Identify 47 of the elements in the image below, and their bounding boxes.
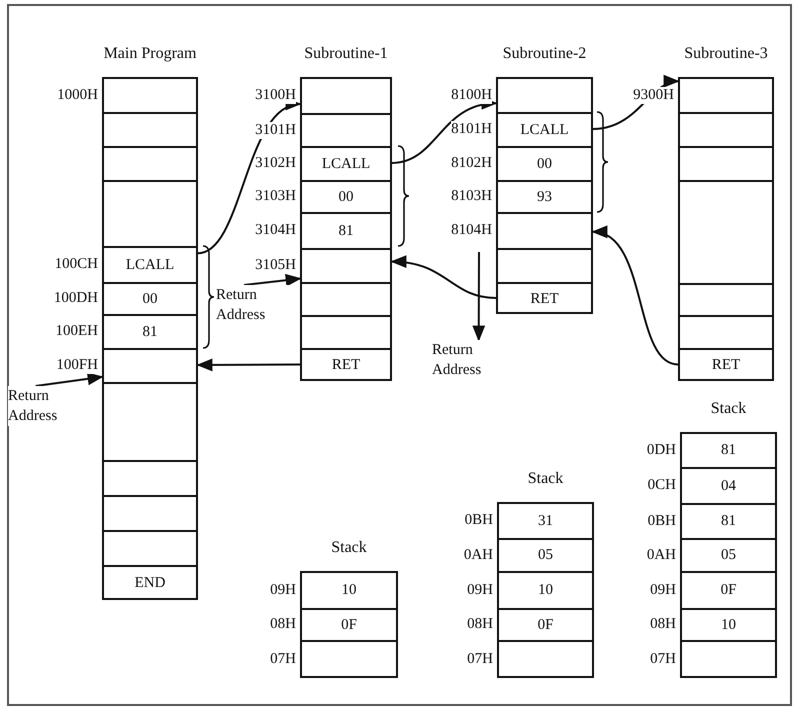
node-label: Return Address bbox=[216, 287, 266, 323]
address-label: 9300H bbox=[633, 86, 674, 104]
memory-cell: 81 bbox=[104, 314, 196, 348]
memory-cell: RET bbox=[680, 348, 772, 381]
column-title: Stack bbox=[710, 400, 746, 418]
address-label: 100FH bbox=[56, 357, 98, 374]
arrow bbox=[390, 256, 496, 299]
memory-cell: 00 bbox=[498, 146, 591, 180]
arrow bbox=[35, 372, 104, 387]
memory-cell: 10 bbox=[682, 608, 775, 640]
memory-cell: 81 bbox=[302, 212, 390, 248]
memory-cell: RET bbox=[302, 348, 390, 381]
memory-cell: 93 bbox=[498, 180, 591, 212]
node-label: Return Address bbox=[432, 342, 482, 378]
memory-cell: 00 bbox=[104, 282, 196, 314]
column-title: Subroutine-2 bbox=[502, 45, 586, 63]
memory-cell: 00 bbox=[302, 180, 390, 212]
memory-cell: 10 bbox=[302, 571, 396, 608]
memory-cell: 81 bbox=[682, 503, 775, 538]
memory-cell: 0F bbox=[682, 571, 775, 608]
memory-cell: 0F bbox=[499, 608, 592, 640]
memory-cell: 31 bbox=[499, 502, 592, 538]
memory-cell: 0F bbox=[302, 608, 396, 640]
memory-cell: 05 bbox=[499, 538, 592, 571]
memory-cell: 05 bbox=[682, 538, 775, 571]
arrow bbox=[472, 252, 486, 342]
address-label: 3105H bbox=[255, 257, 296, 274]
column-title: Stack bbox=[331, 539, 367, 557]
address-label: 3100H bbox=[255, 87, 296, 104]
column-title: Main Program bbox=[104, 45, 196, 63]
address-label: 3101H bbox=[255, 122, 296, 138]
memory-cell: LCALL bbox=[498, 112, 591, 146]
arrow bbox=[196, 358, 300, 372]
memory-cell: 10 bbox=[499, 571, 592, 608]
memory-cell: LCALL bbox=[302, 146, 390, 180]
column-title: Subroutine-3 bbox=[684, 45, 768, 63]
column-title: Subroutine-1 bbox=[304, 45, 388, 63]
column-title: Stack bbox=[528, 470, 564, 488]
node-label: Return Address bbox=[8, 388, 58, 424]
memory-cell: END bbox=[104, 565, 196, 600]
address-label: 8100H bbox=[451, 86, 492, 104]
memory-cell: 81 bbox=[682, 432, 775, 467]
memory-cell: RET bbox=[498, 282, 591, 314]
memory-cell: 04 bbox=[682, 467, 775, 503]
arrow bbox=[244, 274, 302, 287]
arrow bbox=[198, 101, 302, 254]
memory-cell: LCALL bbox=[104, 246, 196, 282]
